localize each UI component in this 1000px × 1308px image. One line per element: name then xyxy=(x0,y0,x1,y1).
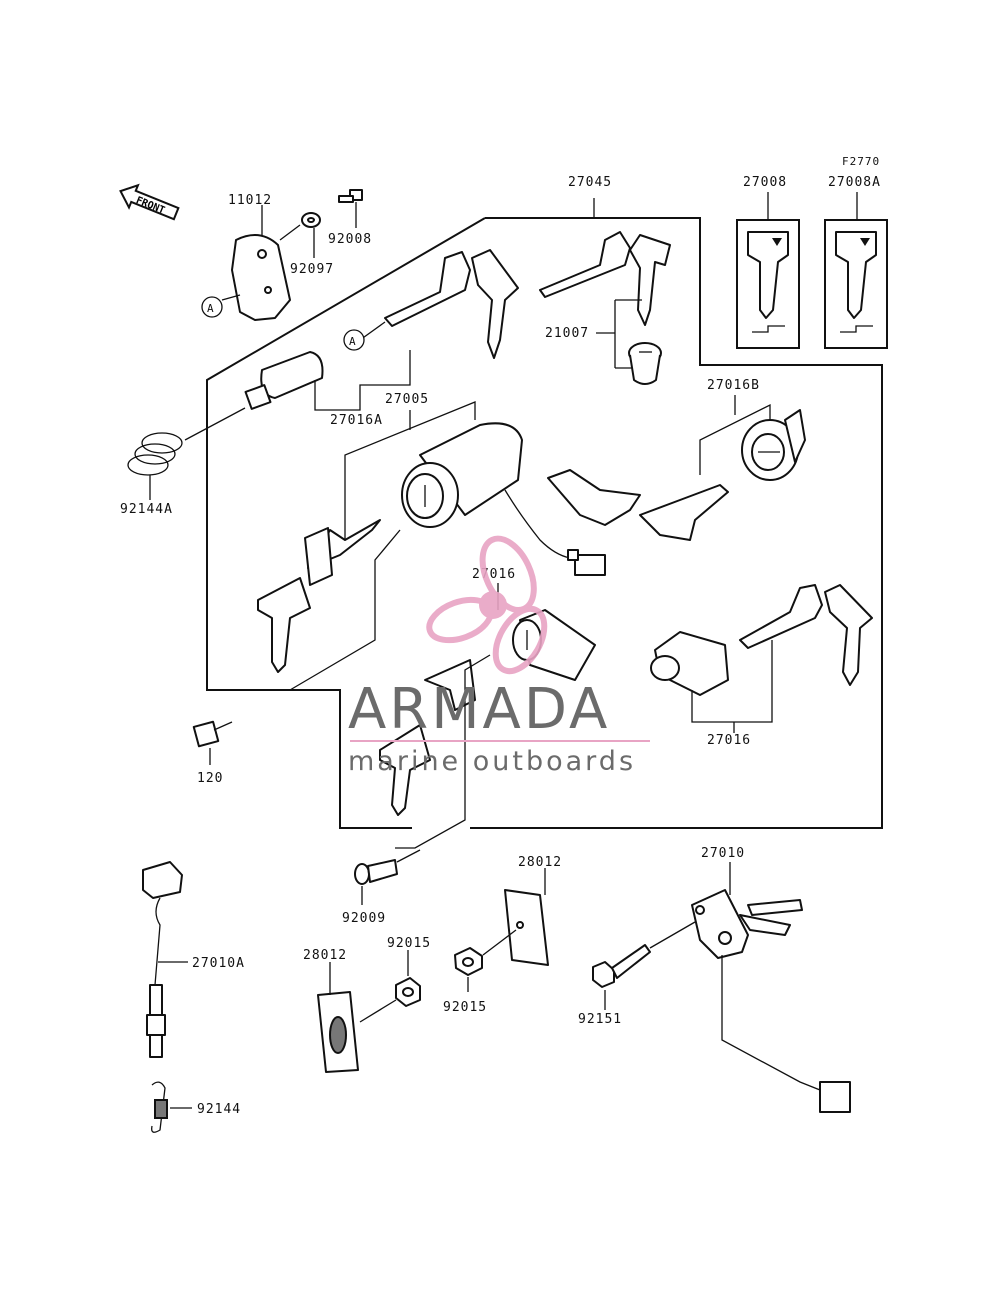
label-92009: 92009 xyxy=(342,911,386,926)
watermark-brand: ARMADA xyxy=(348,677,610,742)
part-27008a-key-card xyxy=(824,192,888,349)
part-92144-spring xyxy=(151,1081,192,1133)
part-28012-bottom-plate xyxy=(317,962,359,1073)
part-92151-bolt xyxy=(592,921,696,1010)
label-27008a: 27008A xyxy=(828,175,881,190)
part-11012-plate xyxy=(221,205,291,321)
label-92015-right: 92015 xyxy=(443,1000,487,1015)
front-arrow-icon: FRONT xyxy=(119,183,180,221)
watermark-tagline: marine outboards xyxy=(348,746,636,777)
part-92097-washer xyxy=(279,212,321,258)
part-28012-top-plate xyxy=(504,868,549,966)
label-21007: 21007 xyxy=(545,326,589,341)
marker-a-1: A xyxy=(201,296,223,318)
part-92015-nut-lower xyxy=(359,950,421,1023)
label-11012: 11012 xyxy=(228,193,272,208)
label-27016a: 27016A xyxy=(330,413,383,428)
part-27016a-lock-cylinder xyxy=(184,351,324,441)
label-27016b: 27016B xyxy=(707,378,760,393)
part-27016a-key xyxy=(359,249,519,359)
label-92008: 92008 xyxy=(328,232,372,247)
part-27010a-sensor xyxy=(142,861,188,1058)
part-27005-keys xyxy=(257,472,401,691)
part-92008-bolt xyxy=(338,189,363,228)
part-27016-center-lock xyxy=(379,583,596,849)
assembly-bracket-outline xyxy=(470,217,883,829)
label-27010a: 27010A xyxy=(192,956,245,971)
label-120: 120 xyxy=(197,771,223,786)
label-27005: 27005 xyxy=(385,392,429,407)
part-92144a-spring xyxy=(127,432,183,500)
part-27010-switch xyxy=(691,862,851,1113)
part-120-bolt xyxy=(192,720,233,765)
label-28012-bottom: 28012 xyxy=(303,948,347,963)
part-21007-cap xyxy=(628,342,662,385)
label-92097: 92097 xyxy=(290,262,334,277)
label-92144: 92144 xyxy=(197,1102,241,1117)
part-27016-right-lock xyxy=(650,584,873,733)
label-92144a: 92144A xyxy=(120,502,173,517)
part-92009-screw xyxy=(354,849,421,905)
marker-a-text: A xyxy=(207,302,215,315)
marker-a-text-2: A xyxy=(349,335,357,348)
part-27005-ignition-switch xyxy=(344,401,606,576)
label-27016-center: 27016 xyxy=(472,567,516,582)
label-28012-top: 28012 xyxy=(518,855,562,870)
part-92015-nut-upper xyxy=(454,929,517,992)
part-27008-key-card xyxy=(736,192,800,349)
label-92151: 92151 xyxy=(578,1012,622,1027)
label-27008: 27008 xyxy=(743,175,787,190)
assembly-bracket-left xyxy=(206,217,486,829)
label-27045: 27045 xyxy=(568,175,612,190)
label-27016-right: 27016 xyxy=(707,733,751,748)
figure-code: F2770 xyxy=(842,155,880,168)
part-27016b-lock xyxy=(547,395,806,541)
label-27010: 27010 xyxy=(701,846,745,861)
label-92015-left: 92015 xyxy=(387,936,431,951)
marker-a-2: A xyxy=(343,329,365,351)
part-27045-key-set xyxy=(539,198,671,369)
watermark-logo-icon xyxy=(426,535,548,675)
